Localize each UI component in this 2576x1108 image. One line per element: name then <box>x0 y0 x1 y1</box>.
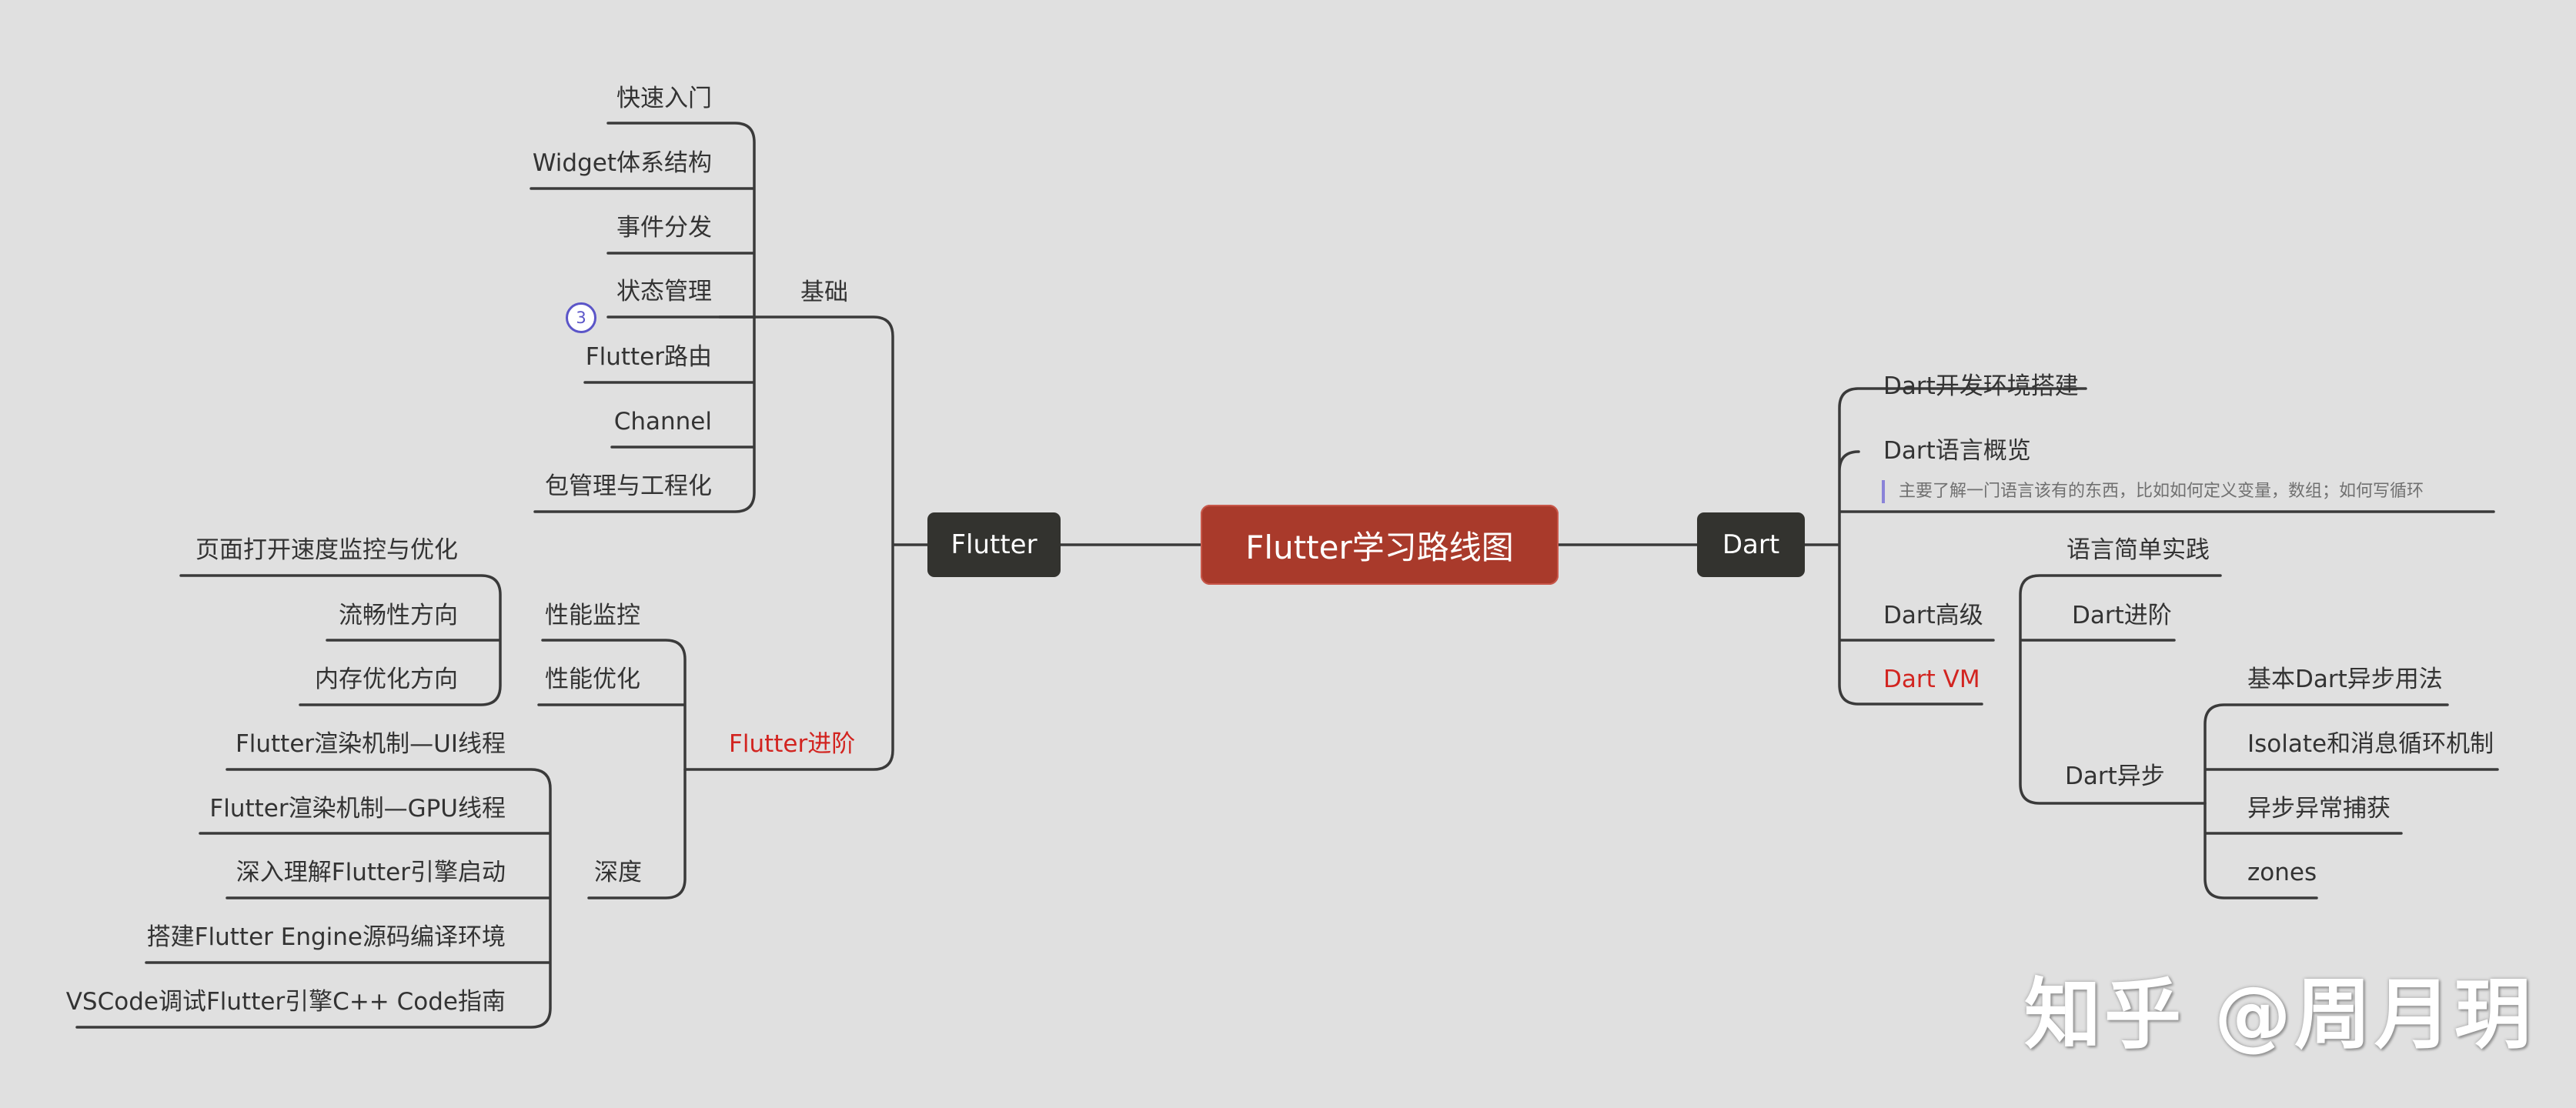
connector-depth-bracket <box>75 768 552 1029</box>
topic-dart-vm[interactable]: Dart VM <box>1883 666 1980 693</box>
basics-item[interactable]: 快速入门 <box>616 85 712 112</box>
topic-language-practice[interactable]: 语言简单实践 <box>2066 536 2210 564</box>
flutter-label: Flutter <box>951 529 1037 560</box>
topic-performance-monitoring[interactable]: 性能监控 <box>545 602 640 629</box>
basics-item[interactable]: Channel <box>613 408 712 436</box>
topic-basics[interactable]: 基础 <box>800 279 848 306</box>
topic-depth[interactable]: 深度 <box>594 859 642 886</box>
connector-monitor-bracket <box>179 574 502 706</box>
topic-dart-async[interactable]: Dart异步 <box>2065 763 2165 790</box>
connector-async-bracket <box>2203 703 2499 899</box>
topic-dart-senior[interactable]: Dart高级 <box>1883 602 1983 629</box>
depth-item[interactable]: Flutter渲染机制—GPU线程 <box>209 795 506 823</box>
depth-item[interactable]: 深入理解Flutter引擎启动 <box>236 859 506 886</box>
topic-dart-overview[interactable]: Dart语言概览 <box>1883 437 2031 465</box>
basics-item[interactable]: Flutter路由 <box>585 343 712 371</box>
monitor-item[interactable]: 页面打开速度监控与优化 <box>195 536 458 564</box>
basics-item[interactable]: 事件分发 <box>616 214 712 242</box>
topic-performance-optimization[interactable]: 性能优化 <box>545 666 640 693</box>
connector-flutter-trunk <box>683 315 929 771</box>
connector-senior-bracket <box>2019 574 2222 805</box>
topic-dart-env[interactable]: Dart开发环境搭建 <box>1883 372 2079 400</box>
async-item[interactable]: 基本Dart异步用法 <box>2247 666 2443 693</box>
monitor-item[interactable]: 内存优化方向 <box>315 666 458 693</box>
root-title: Flutter学习路线图 <box>1245 528 1514 566</box>
async-item[interactable]: Isolate和消息循环机制 <box>2247 730 2494 758</box>
flutter-node[interactable]: Flutter <box>927 512 1061 577</box>
dart-label: Dart <box>1722 529 1780 560</box>
basics-item[interactable]: 状态管理 <box>616 278 712 305</box>
root-node[interactable]: Flutter学习路线图 <box>1201 505 1559 585</box>
connector-basics-bracket <box>530 122 756 513</box>
dart-node[interactable]: Dart <box>1697 512 1805 577</box>
async-item[interactable]: 异步异常捕获 <box>2247 795 2391 823</box>
topic-flutter-advanced[interactable]: Flutter进阶 <box>729 730 856 758</box>
basics-item[interactable]: 包管理与工程化 <box>545 472 712 500</box>
connector-advanced-bracket <box>537 639 687 899</box>
watermark: 知乎 @周月玥 <box>2024 970 2534 1060</box>
dart-overview-note: 主要了解一门语言该有的东西，比如如何定义变量，数组；如何写循环 <box>1882 480 2424 503</box>
depth-item[interactable]: Flutter渲染机制—UI线程 <box>235 730 506 758</box>
connector-dart-trunk <box>1803 387 2495 706</box>
collapsed-count-badge[interactable]: 3 <box>566 302 596 333</box>
topic-dart-advance[interactable]: Dart进阶 <box>2072 602 2172 629</box>
depth-item[interactable]: 搭建Flutter Engine源码编译环境 <box>146 923 506 951</box>
basics-item[interactable]: Widget体系结构 <box>532 149 712 177</box>
async-item[interactable]: zones <box>2247 859 2317 886</box>
monitor-item[interactable]: 流畅性方向 <box>339 602 458 629</box>
depth-item[interactable]: VSCode调试Flutter引擎C++ Code指南 <box>65 988 506 1016</box>
